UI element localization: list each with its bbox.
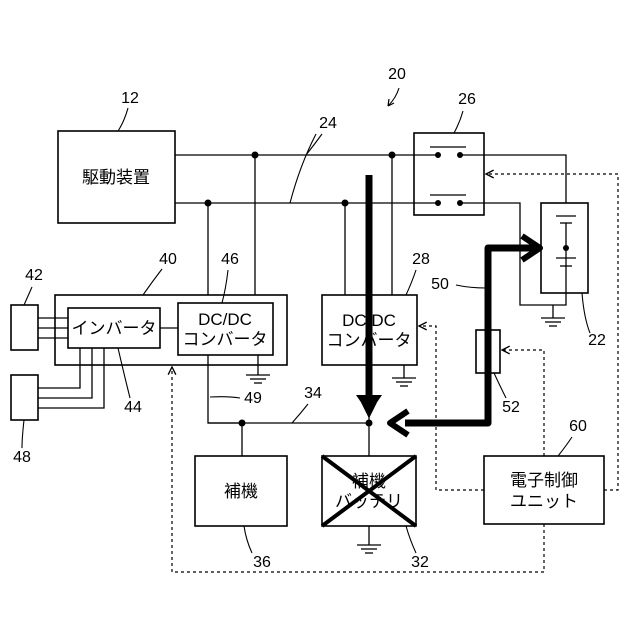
dcdc-left-label-1: DC/DC xyxy=(198,310,252,329)
leader-22 xyxy=(582,293,590,333)
ref-48: 48 xyxy=(13,449,31,466)
ref-44: 44 xyxy=(124,399,142,416)
leader-42 xyxy=(24,287,32,305)
dcdc-left-label-2: コンバータ xyxy=(183,330,268,349)
ref-36: 36 xyxy=(253,554,271,571)
relay-contact-dot xyxy=(435,200,441,206)
ref-20: 20 xyxy=(388,66,406,83)
ref-60: 60 xyxy=(569,418,587,435)
ref-42: 42 xyxy=(25,267,43,284)
leader-28 xyxy=(406,270,416,295)
ref-26: 26 xyxy=(458,91,476,108)
ref-28: 28 xyxy=(412,251,430,268)
control-line-dcdc-right xyxy=(419,326,484,490)
wire-relay-battery-pos xyxy=(484,155,566,203)
ref-52: 52 xyxy=(502,399,520,416)
ref-49: 49 xyxy=(244,390,262,407)
ecu-block xyxy=(484,456,604,524)
ref-40: 40 xyxy=(159,251,177,268)
power-flow-path-50 xyxy=(405,248,536,423)
leader-12 xyxy=(118,108,128,131)
relay-contact-dot xyxy=(457,200,463,206)
ref-12: 12 xyxy=(121,90,139,107)
leader-24b xyxy=(290,134,316,203)
aux-equipment-label: 補機 xyxy=(224,482,258,501)
ref-22: 22 xyxy=(588,332,606,349)
ref-46: 46 xyxy=(221,251,239,268)
ref-34: 34 xyxy=(304,385,322,402)
relay-contact-dot xyxy=(435,152,441,158)
leader-40 xyxy=(143,269,162,295)
inverter-label: インバータ xyxy=(72,319,157,338)
ecu-label-2: ユニット xyxy=(510,492,578,511)
leader-60 xyxy=(558,437,572,456)
motor-42-block xyxy=(11,305,38,350)
leader-50 xyxy=(456,285,486,288)
battery-midpoint-dot xyxy=(563,245,569,251)
leader-32 xyxy=(406,526,416,553)
drive-device-label: 駆動装置 xyxy=(82,168,150,187)
ref-24: 24 xyxy=(319,115,337,132)
ref-50: 50 xyxy=(431,276,449,293)
ref-32: 32 xyxy=(411,554,429,571)
device-48-block xyxy=(11,375,38,420)
leader-34 xyxy=(292,404,308,423)
ecu-label-1: 電子制御 xyxy=(510,471,578,490)
relay-contact-dot xyxy=(457,152,463,158)
leader-52 xyxy=(494,373,506,398)
leader-26 xyxy=(454,111,463,133)
leader-49 xyxy=(210,397,240,398)
leader-36 xyxy=(244,526,252,553)
leader-48 xyxy=(22,420,24,448)
